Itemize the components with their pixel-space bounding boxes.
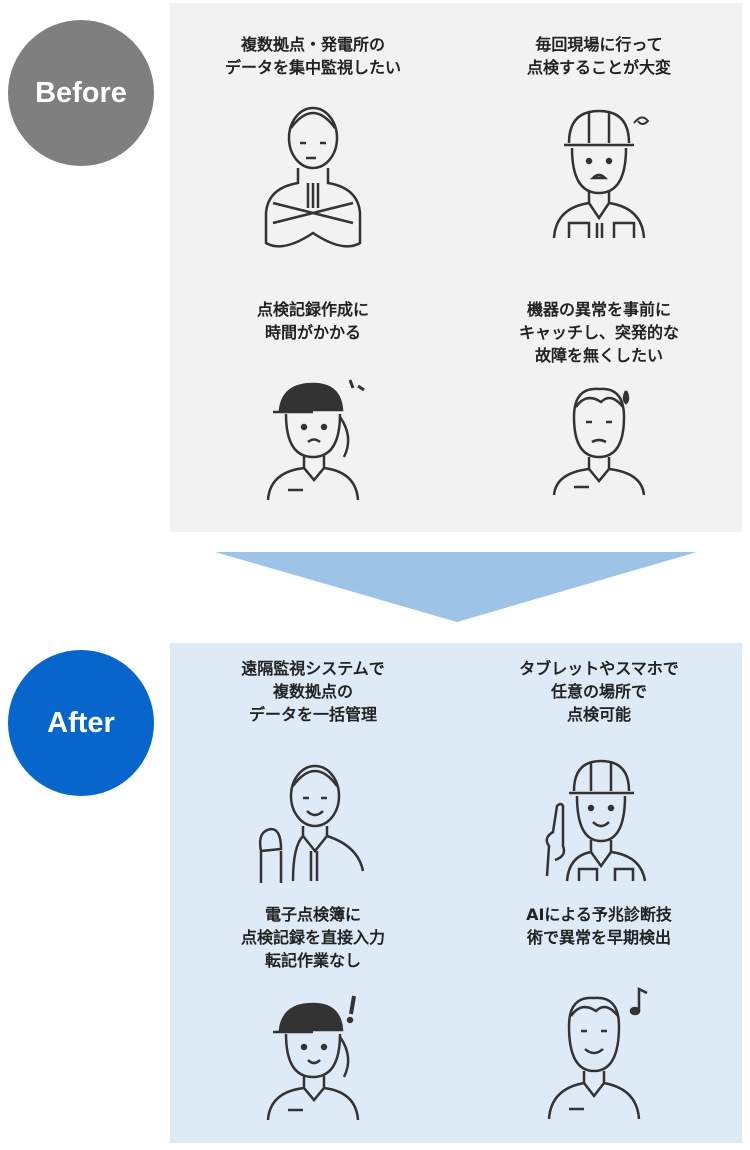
before-item-2: 毎回現場に行って 点検することが大変 (456, 33, 742, 243)
item-text: タブレットやスマホで 任意の場所で 点検可能 (519, 659, 679, 724)
item-text: 点検記録作成に 時間がかかる (256, 300, 369, 342)
item-text: 毎回現場に行って 点検することが大変 (526, 35, 671, 77)
item-text: 電子点検簿に 点検記録を直接入力 転記作業なし (240, 905, 385, 970)
before-item-4: 機器の異常を事前に キャッチし、突発的な 故障を無くしたい (456, 298, 742, 497)
woman-cap-surprised-icon (266, 995, 360, 1121)
man-fist-happy-icon (258, 764, 365, 883)
woman-cap-troubled-icon (266, 379, 365, 501)
worker-helmet-frustrated-icon (552, 109, 650, 239)
elder-worried-icon (552, 387, 646, 496)
item-text: 遠隔監視システムで 複数拠点の データを一括管理 (241, 659, 385, 724)
after-item-1: 遠隔監視システムで 複数拠点の データを一括管理 (170, 657, 456, 886)
after-panel: 遠隔監視システムで 複数拠点の データを一括管理 タブレットやスマホで 任意の場… (170, 643, 742, 1143)
man-arms-crossed-icon (264, 106, 362, 248)
before-panel: 複数拠点・発電所の データを集中監視したい 毎回現場に行って 点検することが大変… (170, 3, 742, 532)
after-item-4: AIによる予兆診断技 術で異常を早期検出 (456, 903, 742, 1121)
after-badge: After (8, 650, 154, 796)
item-text: 複数拠点・発電所の データを集中監視したい (224, 35, 401, 77)
worker-helmet-pointing-icon (545, 759, 647, 882)
after-item-3: 電子点検簿に 点検記録を直接入力 転記作業なし (170, 903, 456, 1122)
item-text: AIによる予兆診断技 術で異常を早期検出 (526, 905, 672, 947)
item-text: 機器の異常を事前に キャッチし、突発的な 故障を無くしたい (518, 300, 679, 365)
down-arrow-icon (215, 552, 697, 622)
elder-happy-music-icon (547, 986, 648, 1120)
after-item-2: タブレットやスマホで 任意の場所で 点検可能 (456, 657, 742, 886)
before-badge: Before (8, 20, 154, 166)
before-item-3: 点検記録作成に 時間がかかる (170, 298, 456, 502)
before-item-1: 複数拠点・発電所の データを集中監視したい (170, 33, 456, 253)
